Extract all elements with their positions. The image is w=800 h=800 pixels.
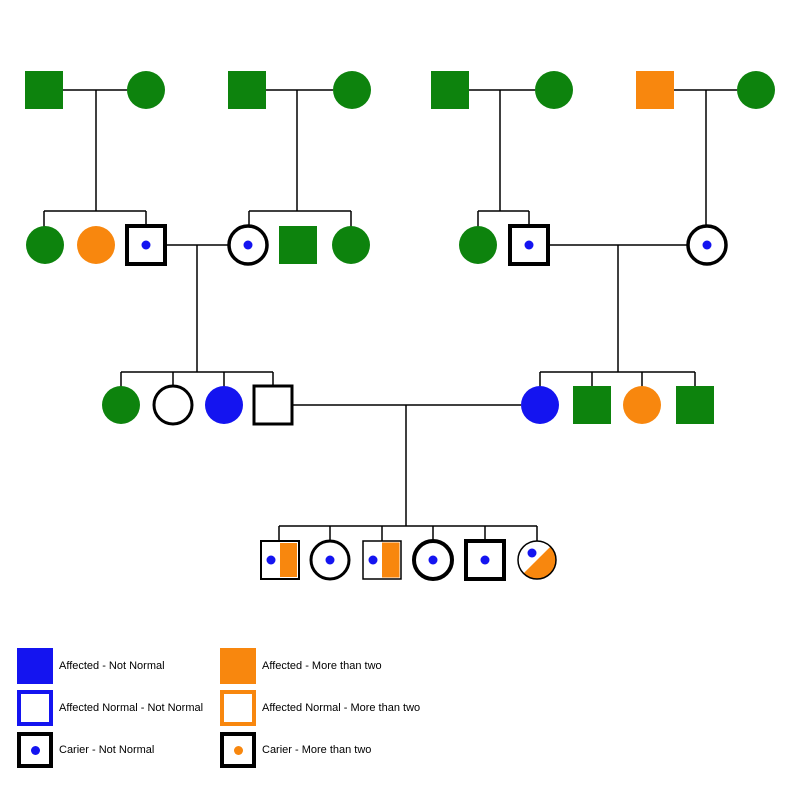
carrier-dot (325, 555, 335, 565)
carrier-dot (480, 555, 490, 565)
member-square (431, 71, 469, 109)
carrier-dot (243, 240, 253, 250)
member-square (25, 71, 63, 109)
member-square (676, 386, 714, 424)
member-square (228, 71, 266, 109)
member-square (636, 71, 674, 109)
member-circle-half-outline (517, 540, 557, 580)
carrier-dot (428, 555, 438, 565)
carrier-dot (524, 240, 534, 250)
member-circle-half-fill (523, 546, 556, 579)
member-square (573, 386, 611, 424)
member-circle (152, 384, 194, 426)
member-square-half-outline (260, 540, 300, 580)
carrier-dot (368, 555, 378, 565)
member-circle (737, 71, 775, 109)
member-circle (459, 226, 497, 264)
member-circle (535, 71, 573, 109)
member-square (252, 384, 294, 426)
member-circle (205, 386, 243, 424)
carrier-dot (527, 548, 537, 558)
member-square-half-outline (362, 540, 402, 580)
carrier-dot (266, 555, 276, 565)
member-circle (521, 386, 559, 424)
carrier-dot (141, 240, 151, 250)
member-square (508, 224, 550, 266)
member-circle (77, 226, 115, 264)
member-circle (26, 226, 64, 264)
member-circle (623, 386, 661, 424)
member-circle (333, 71, 371, 109)
member-square (464, 539, 506, 581)
carrier-dot (702, 240, 712, 250)
member-circle (127, 71, 165, 109)
member-square (279, 226, 317, 264)
member-circle (102, 386, 140, 424)
member-square-half-fill (280, 543, 297, 577)
member-square-half-fill (382, 542, 400, 578)
member-square (125, 224, 167, 266)
member-circle (332, 226, 370, 264)
